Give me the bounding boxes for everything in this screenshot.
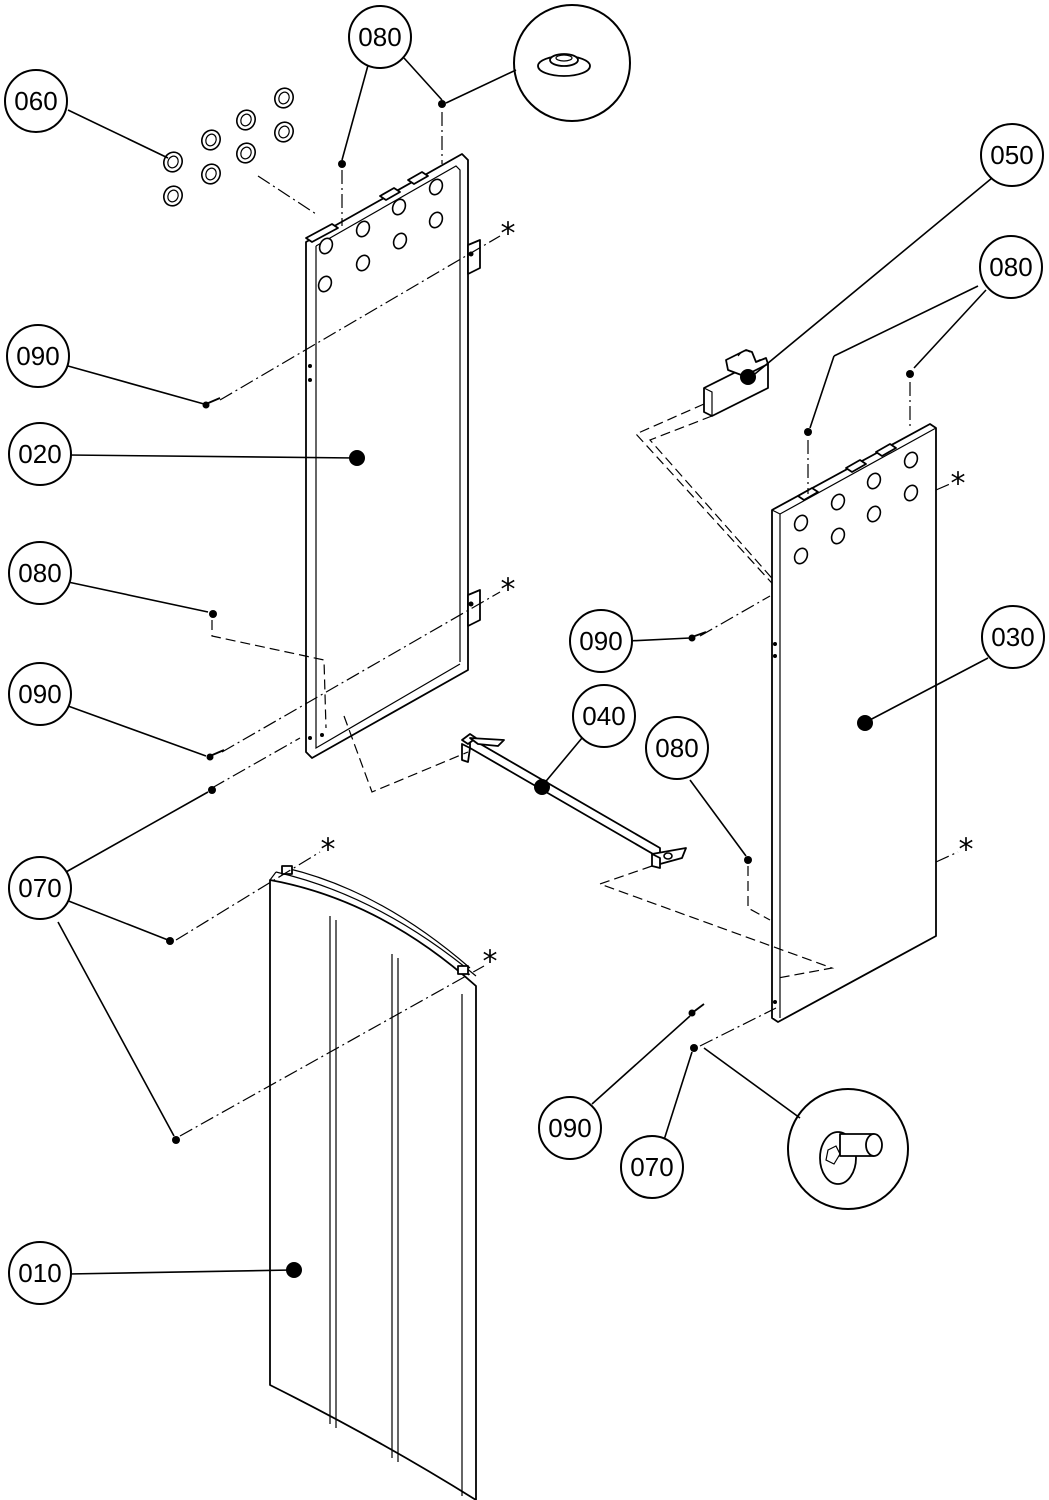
callout-label: 030 (991, 622, 1034, 652)
callout-label: 010 (18, 1258, 61, 1288)
reference-dots (286, 369, 873, 1278)
callout-010: 010 (8, 1241, 72, 1305)
part-030-side-panel (771, 423, 937, 1023)
part-020-back-frame (305, 153, 481, 759)
screw-icon (206, 749, 225, 761)
leader-lines (57, 57, 993, 1275)
detail-view-plug (703, 1047, 909, 1210)
alignment-mark: * (483, 945, 498, 980)
callout-020: 020 (8, 422, 72, 486)
callout-080-right: 080 (979, 235, 1043, 299)
callout-label: 070 (630, 1152, 673, 1182)
part-010-front-panel (269, 865, 477, 1500)
callout-090-a: 090 (6, 324, 70, 388)
callout-label: 080 (358, 22, 401, 52)
callout-090-bottom: 090 (538, 1096, 602, 1160)
callout-label: 080 (655, 733, 698, 763)
alignment-mark: * (959, 833, 974, 868)
callout-070: 070 (8, 856, 72, 920)
callout-label: 050 (990, 140, 1033, 170)
assembly-lines: * * * * * * (175, 112, 974, 1137)
callout-080-mid: 080 (645, 716, 709, 780)
alignment-mark: * (321, 833, 336, 868)
callout-label: 090 (18, 679, 61, 709)
screw-icon (202, 397, 221, 409)
alignment-mark: * (951, 467, 966, 502)
alignment-mark: * (501, 573, 516, 608)
callout-label: 080 (18, 558, 61, 588)
callout-050: 050 (980, 123, 1044, 187)
callout-label: 040 (582, 701, 625, 731)
callout-080-top: 080 (348, 5, 412, 69)
callout-label: 020 (18, 439, 61, 469)
screw-icon (688, 631, 707, 642)
alignment-mark: * (501, 217, 516, 252)
callout-070-bottom: 070 (620, 1135, 684, 1199)
callout-030: 030 (981, 605, 1045, 669)
hardware-small-parts (166, 100, 914, 1144)
callout-090-right: 090 (569, 609, 633, 673)
detail-view-grommet (445, 4, 631, 122)
callout-label: 090 (548, 1113, 591, 1143)
callout-090-b: 090 (8, 662, 72, 726)
part-040-crossbar (211, 620, 835, 979)
callout-label: 060 (14, 86, 57, 116)
callout-label: 090 (579, 626, 622, 656)
screw-icon (688, 1003, 705, 1017)
callout-080-left: 080 (8, 541, 72, 605)
callout-060: 060 (4, 69, 68, 133)
callout-label: 070 (18, 873, 61, 903)
callout-label: 090 (16, 341, 59, 371)
callout-label: 080 (989, 252, 1032, 282)
part-060-grommets (163, 87, 317, 215)
callout-040: 040 (572, 684, 636, 748)
